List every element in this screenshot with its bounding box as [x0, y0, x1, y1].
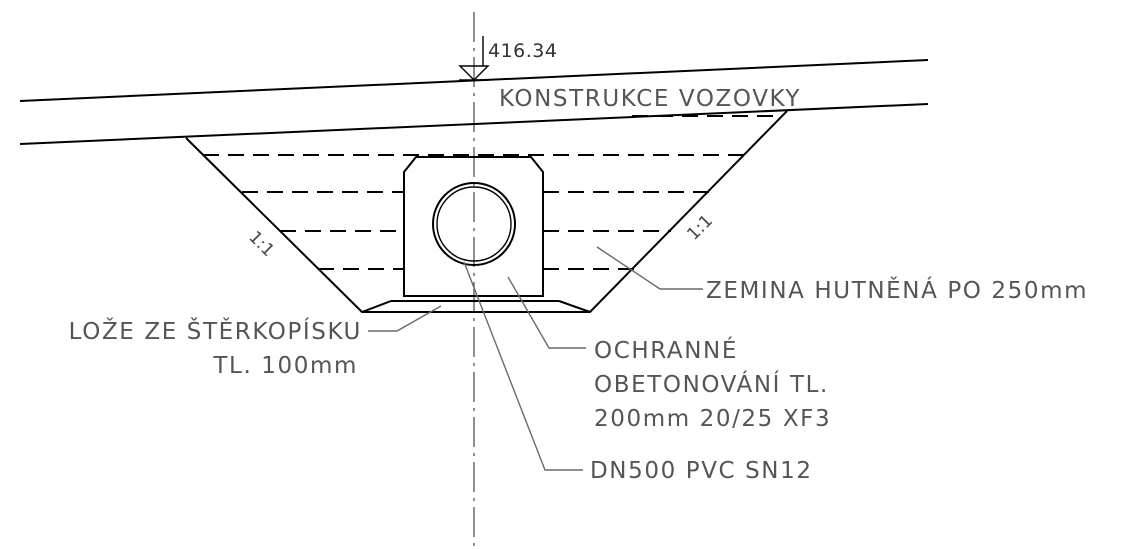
pipe-leader — [463, 261, 583, 471]
encasement-leader — [507, 276, 586, 349]
elevation-marker — [458, 36, 490, 81]
bedding-leader — [368, 305, 442, 332]
bedding-label-line1: LOŽE ZE ŠTĚRKOPÍSKU — [69, 317, 362, 345]
backfill-leader — [596, 246, 703, 290]
bedding-label-line2: TL. 100mm — [212, 353, 358, 379]
pipe-inner-circle — [436, 186, 512, 262]
road-structure-label: KONSTRUKCE VOZOVKY — [499, 86, 801, 112]
slope-label-left: 1:1 — [244, 227, 277, 260]
trench-outline — [185, 110, 788, 313]
concrete-encasement — [403, 156, 544, 297]
encasement-label-line1: OCHRANNÉ — [594, 336, 738, 364]
bedding-layer-left — [361, 300, 392, 313]
elevation-value: 416.34 — [488, 40, 557, 62]
encasement-label-line3: 200mm 20/25 XF3 — [594, 406, 831, 432]
compacted-soil-layers — [203, 115, 782, 270]
pipe-label: DN500 PVC SN12 — [590, 458, 813, 484]
slope-label-right: 1:1 — [683, 211, 716, 244]
backfill-label: ZEMINA HUTNĚNÁ PO 250mm — [706, 276, 1088, 304]
encasement-label-line2: OBETONOVÁNÍ TL. — [594, 370, 829, 398]
road-bottom-line — [19, 103, 929, 145]
bedding-layer-right — [558, 300, 591, 313]
pipe-outer-circle — [432, 182, 516, 266]
